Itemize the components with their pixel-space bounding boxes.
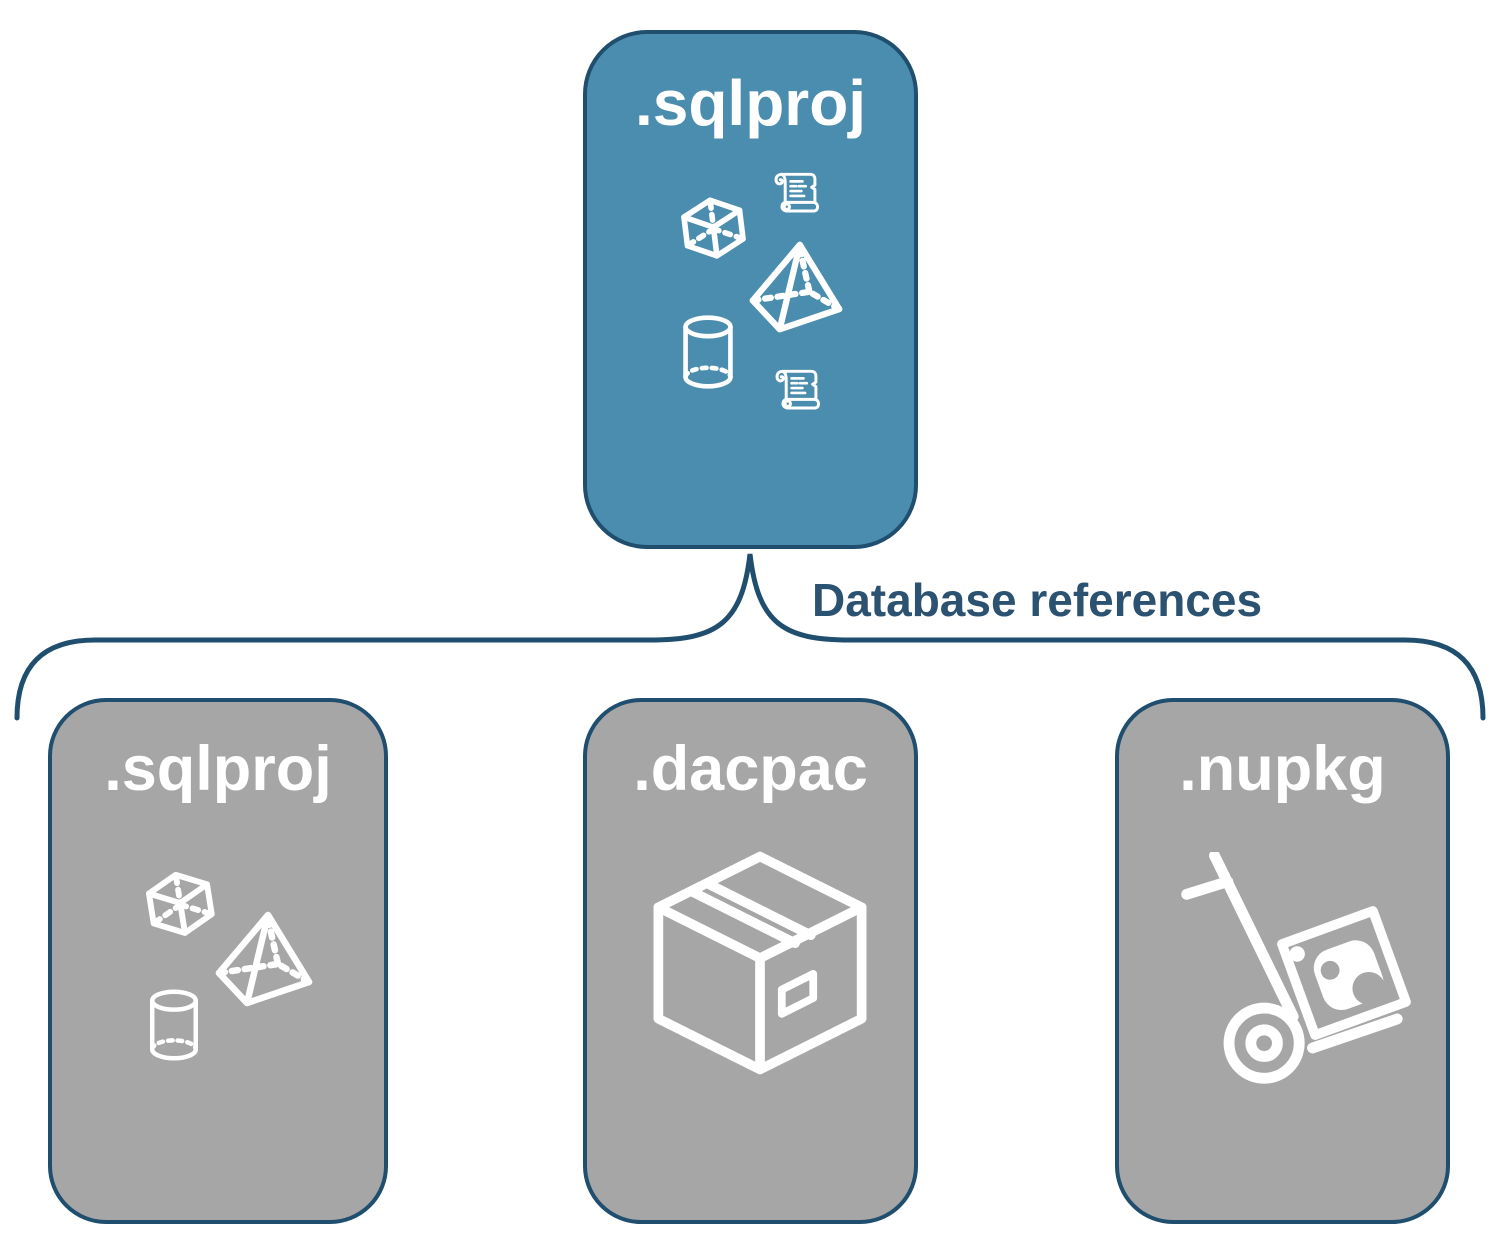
script-scroll-icon bbox=[774, 172, 820, 213]
pyramid-icon bbox=[215, 911, 313, 1007]
connector-label: Database references bbox=[812, 574, 1263, 626]
node-child-nupkg: .nupkg bbox=[1115, 698, 1450, 1224]
cube-icon bbox=[145, 871, 215, 936]
node-root-sqlproj: .sqlproj bbox=[583, 30, 918, 549]
cube-icon bbox=[681, 197, 746, 259]
cylinder-icon bbox=[150, 989, 198, 1061]
node-title: .dacpac bbox=[633, 734, 868, 804]
node-title: .nupkg bbox=[1179, 734, 1386, 804]
nuget-hand-truck-icon bbox=[1181, 852, 1411, 1084]
node-title: .sqlproj bbox=[634, 67, 867, 139]
cylinder-icon bbox=[683, 315, 733, 389]
brace-path bbox=[14, 553, 1486, 721]
script-scroll-icon bbox=[775, 369, 821, 410]
package-box-icon bbox=[653, 851, 867, 1075]
node-title: .sqlproj bbox=[104, 734, 332, 804]
node-child-sqlproj: .sqlproj bbox=[48, 698, 388, 1224]
pyramid-icon bbox=[749, 241, 843, 333]
node-child-dacpac: .dacpac bbox=[583, 698, 918, 1224]
